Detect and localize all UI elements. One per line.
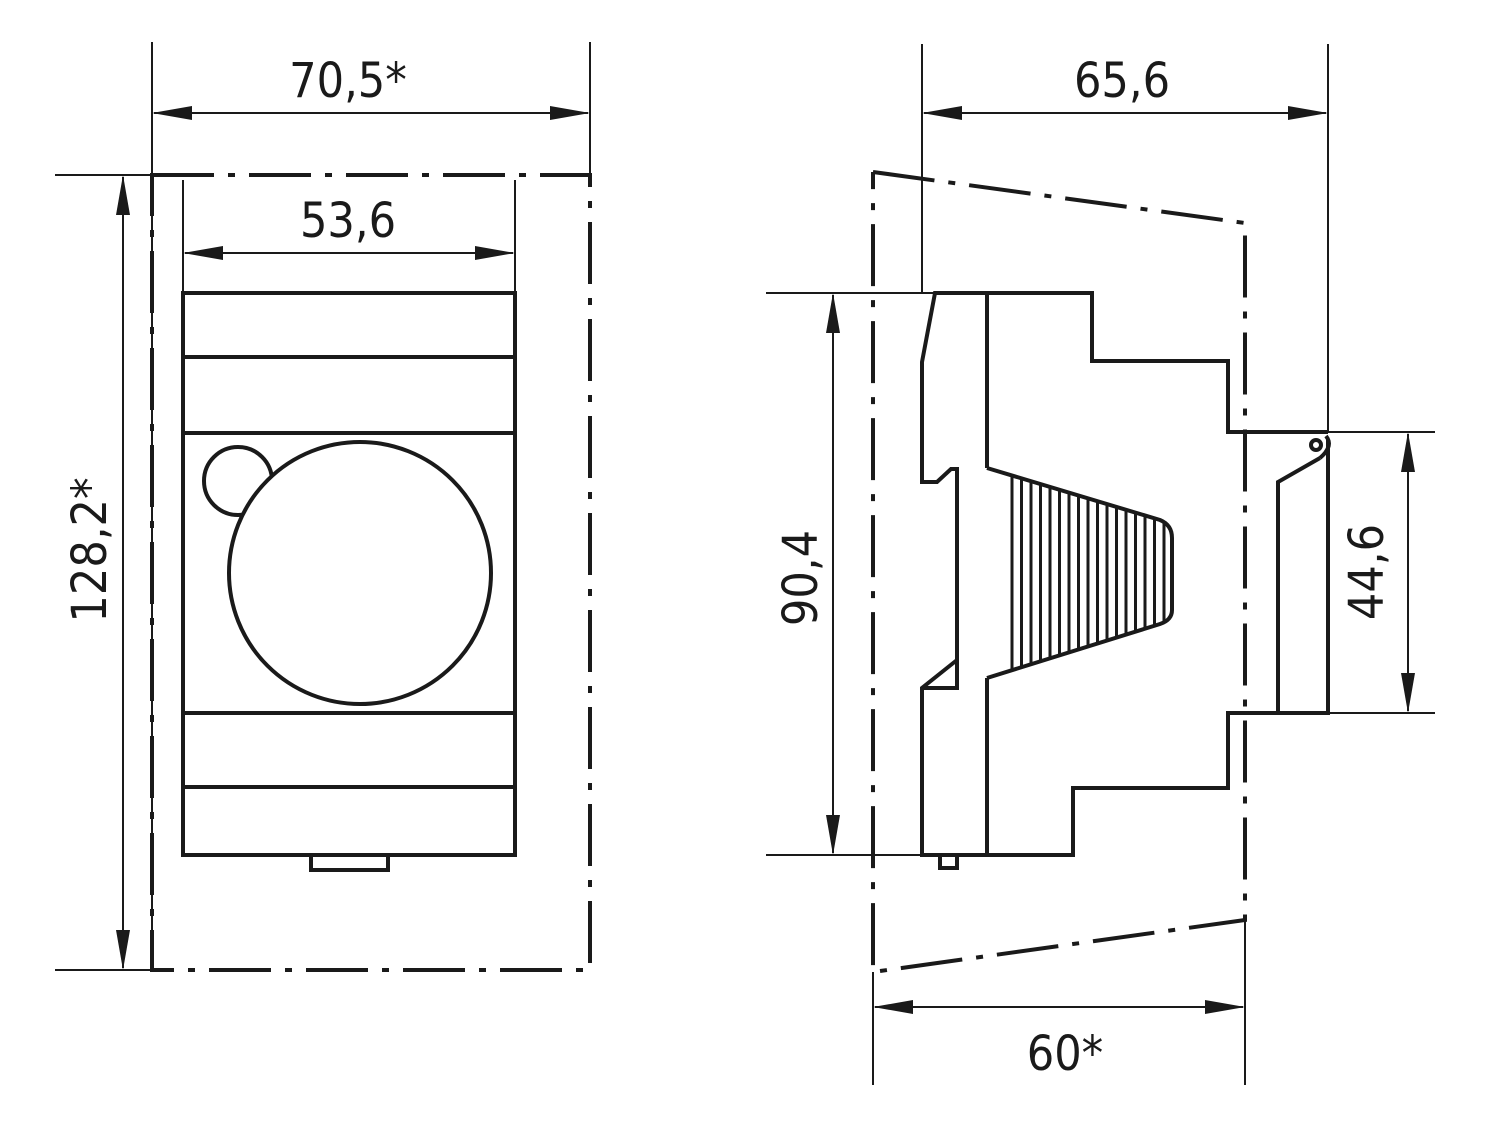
bottom-tab-side [938,853,959,870]
din-clip-hook [1318,434,1331,460]
din-clip [1276,456,1321,713]
bottom-tab-front [309,853,390,872]
clip-pivot [1309,438,1323,452]
inner-width-label: 53,6 [300,193,396,249]
front-view: 70,5* 53,6 128,2* [55,42,592,972]
clearance-depth-label: 60* [1027,1026,1104,1082]
heatsink-fins [1010,475,1166,671]
side-view: 65,6 90,4 44,6 60* [766,44,1435,1085]
device-body-side-lower [920,440,1330,857]
device-body-side-upper [920,291,1328,690]
overall-width-label: 70,5* [289,53,407,109]
rail-height-label: 44,6 [1339,524,1395,620]
depth-label: 65,6 [1074,53,1170,109]
overall-height-label: 128,2* [62,477,118,622]
dial-knob [227,440,493,706]
height-label: 90,4 [773,530,829,626]
